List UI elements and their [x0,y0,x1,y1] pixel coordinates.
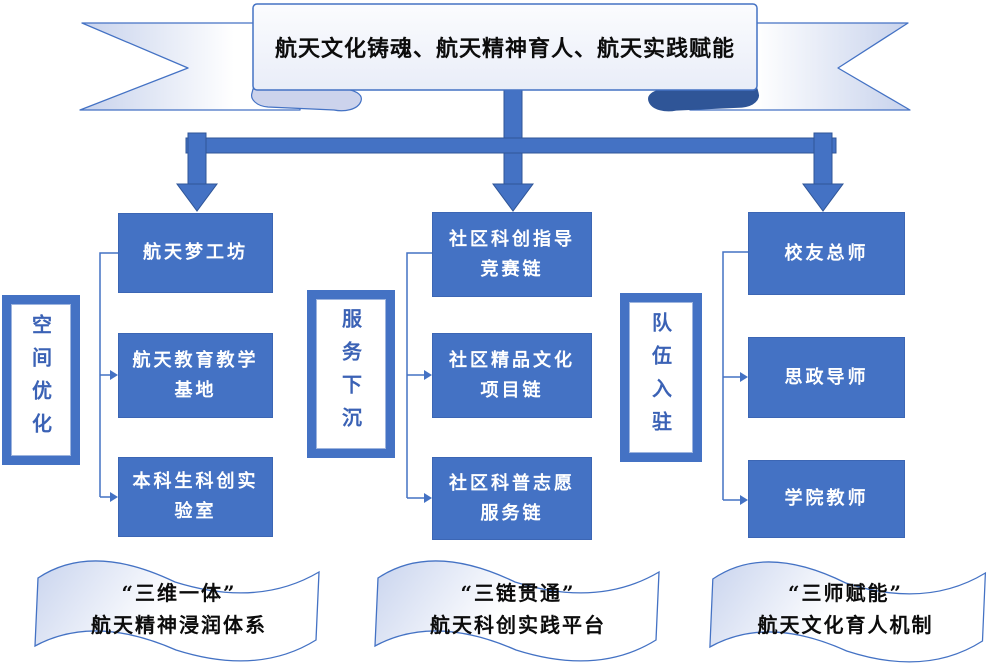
side-label-service-sinking: 服务下沉 [307,290,395,458]
side-label-inner: 队伍入驻 [629,302,693,453]
node-education-base: 航天教育教学基地 [118,333,273,418]
node-space-workshop: 航天梦工坊 [118,213,273,293]
side-label-text: 空间优化 [28,314,53,446]
down-arrow-center-head [492,183,534,212]
ribbon-left-curl [251,88,362,112]
trunk-horizontal-bar [185,137,837,154]
side-label-text: 服务下沉 [338,308,363,440]
wave-shape-middle [374,560,660,662]
bracket-middle [406,252,432,499]
bracket-right [722,251,748,501]
down-arrow-right-head [802,183,844,212]
side-label-inner: 空间优化 [11,304,71,456]
main-title: 航天文化铸魂、航天精神育人、航天实践赋能 [274,36,735,62]
bracket-left-arrowheads [110,370,118,502]
wave-caption-subtitle: 航天文化育人机制 [757,613,934,637]
node-competition-chain: 社区科创指导竞赛链 [432,212,592,297]
trunk-connector [176,89,844,212]
wave-caption-subtitle: 航天科创实践平台 [430,613,606,637]
side-label-team-stationing: 队伍入驻 [620,293,702,462]
side-label-inner: 服务下沉 [316,299,386,449]
wave-caption-right: “三师赋能” 航天文化育人机制 [703,576,988,642]
wave-shape-left [34,560,320,662]
node-culture-project-chain: 社区精品文化项目链 [432,333,592,418]
side-label-space-optimization: 空间优化 [2,295,80,465]
wave-caption-middle: “三链贯通” 航天科创实践平台 [372,576,664,642]
node-volunteer-service-chain: 社区科普志愿服务链 [432,457,592,540]
node-college-teacher: 学院教师 [748,460,905,538]
side-label-text: 队伍入驻 [648,311,673,444]
ribbon-right-curl [648,88,759,112]
bracket-right-arrowheads [740,372,748,505]
wave-caption-title: “三师赋能” [787,581,903,605]
down-arrow-left-shaft [187,132,207,186]
wave-caption-title: “三维一体” [121,581,237,605]
wave-shape-right [709,561,987,663]
down-arrow-left-head [176,183,218,212]
node-alumni-chief-mentor: 校友总师 [748,212,905,295]
wave-caption-subtitle: 航天精神浸润体系 [91,613,267,637]
node-undergrad-lab: 本科生科创实验室 [118,457,273,537]
wave-caption-left: “三维一体” 航天精神浸润体系 [33,576,325,642]
ribbon-face [252,3,758,91]
wave-caption-title: “三链贯通” [460,581,576,605]
down-arrow-right-shaft [813,132,833,186]
node-ideology-mentor: 思政导师 [748,337,905,418]
bracket-middle-arrowheads [424,370,432,503]
